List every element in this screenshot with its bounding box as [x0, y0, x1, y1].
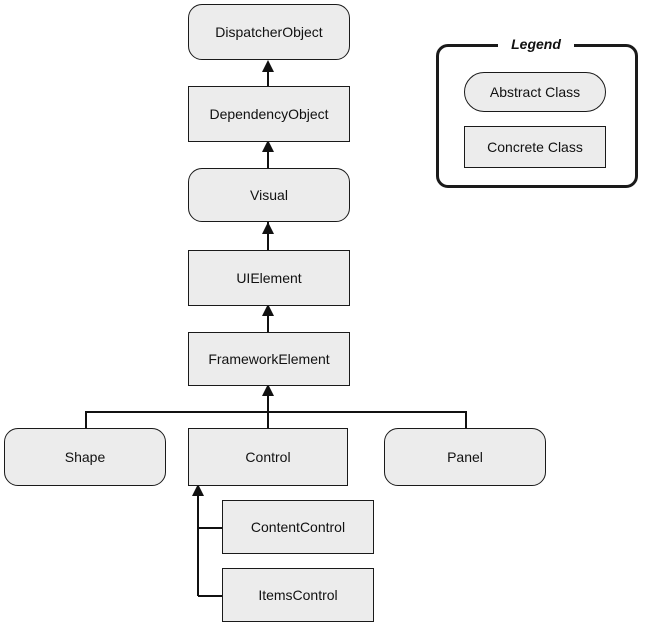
node-shape: Shape [4, 428, 166, 486]
legend-title: Legend [498, 35, 574, 53]
node-dispatcherobject: DispatcherObject [188, 4, 350, 60]
arrowhead-uielement [262, 304, 274, 316]
arrowhead-control [192, 484, 204, 496]
node-dependencyobject: DependencyObject [188, 86, 350, 142]
arrowhead-dispatcherobject [262, 60, 274, 72]
node-visual: Visual [188, 168, 350, 222]
branch-horizontal-connector [85, 411, 467, 428]
node-contentcontrol: ContentControl [222, 500, 374, 554]
legend-concrete-class: Concrete Class [464, 126, 606, 168]
arrowhead-visual [262, 222, 274, 234]
legend-abstract-class: Abstract Class [464, 72, 606, 112]
arrowhead-frameworkelement [262, 384, 274, 396]
node-uielement: UIElement [188, 250, 350, 306]
node-control: Control [188, 428, 348, 486]
node-frameworkelement: FrameworkElement [188, 332, 350, 386]
node-itemscontrol: ItemsControl [222, 568, 374, 622]
node-panel: Panel [384, 428, 546, 486]
arrowhead-dependencyobject [262, 140, 274, 152]
